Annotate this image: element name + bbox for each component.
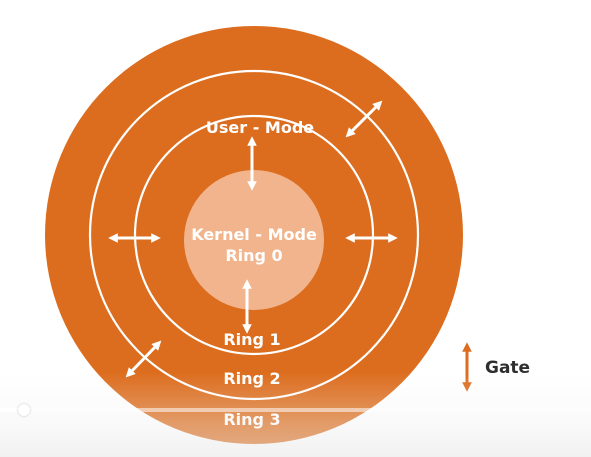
- gate-arrow-bottom-left: [125, 340, 162, 378]
- gate-legend-label: Gate: [485, 358, 530, 378]
- ring-1-label: Ring 1: [223, 330, 280, 349]
- ring-0-label: Ring 0: [225, 246, 282, 265]
- progress-scrubber-handle[interactable]: [17, 404, 30, 416]
- ring-2-label: Ring 2: [223, 369, 280, 388]
- kernel-mode-label: Kernel - Mode: [191, 225, 317, 244]
- ring-3-label: Ring 3: [223, 410, 280, 429]
- kernel-core: [184, 170, 324, 310]
- user-mode-label: User - Mode: [206, 118, 314, 137]
- progress-fill: [0, 408, 24, 412]
- gate-arrow-top-right: [345, 100, 383, 138]
- progress-track[interactable]: [0, 408, 591, 412]
